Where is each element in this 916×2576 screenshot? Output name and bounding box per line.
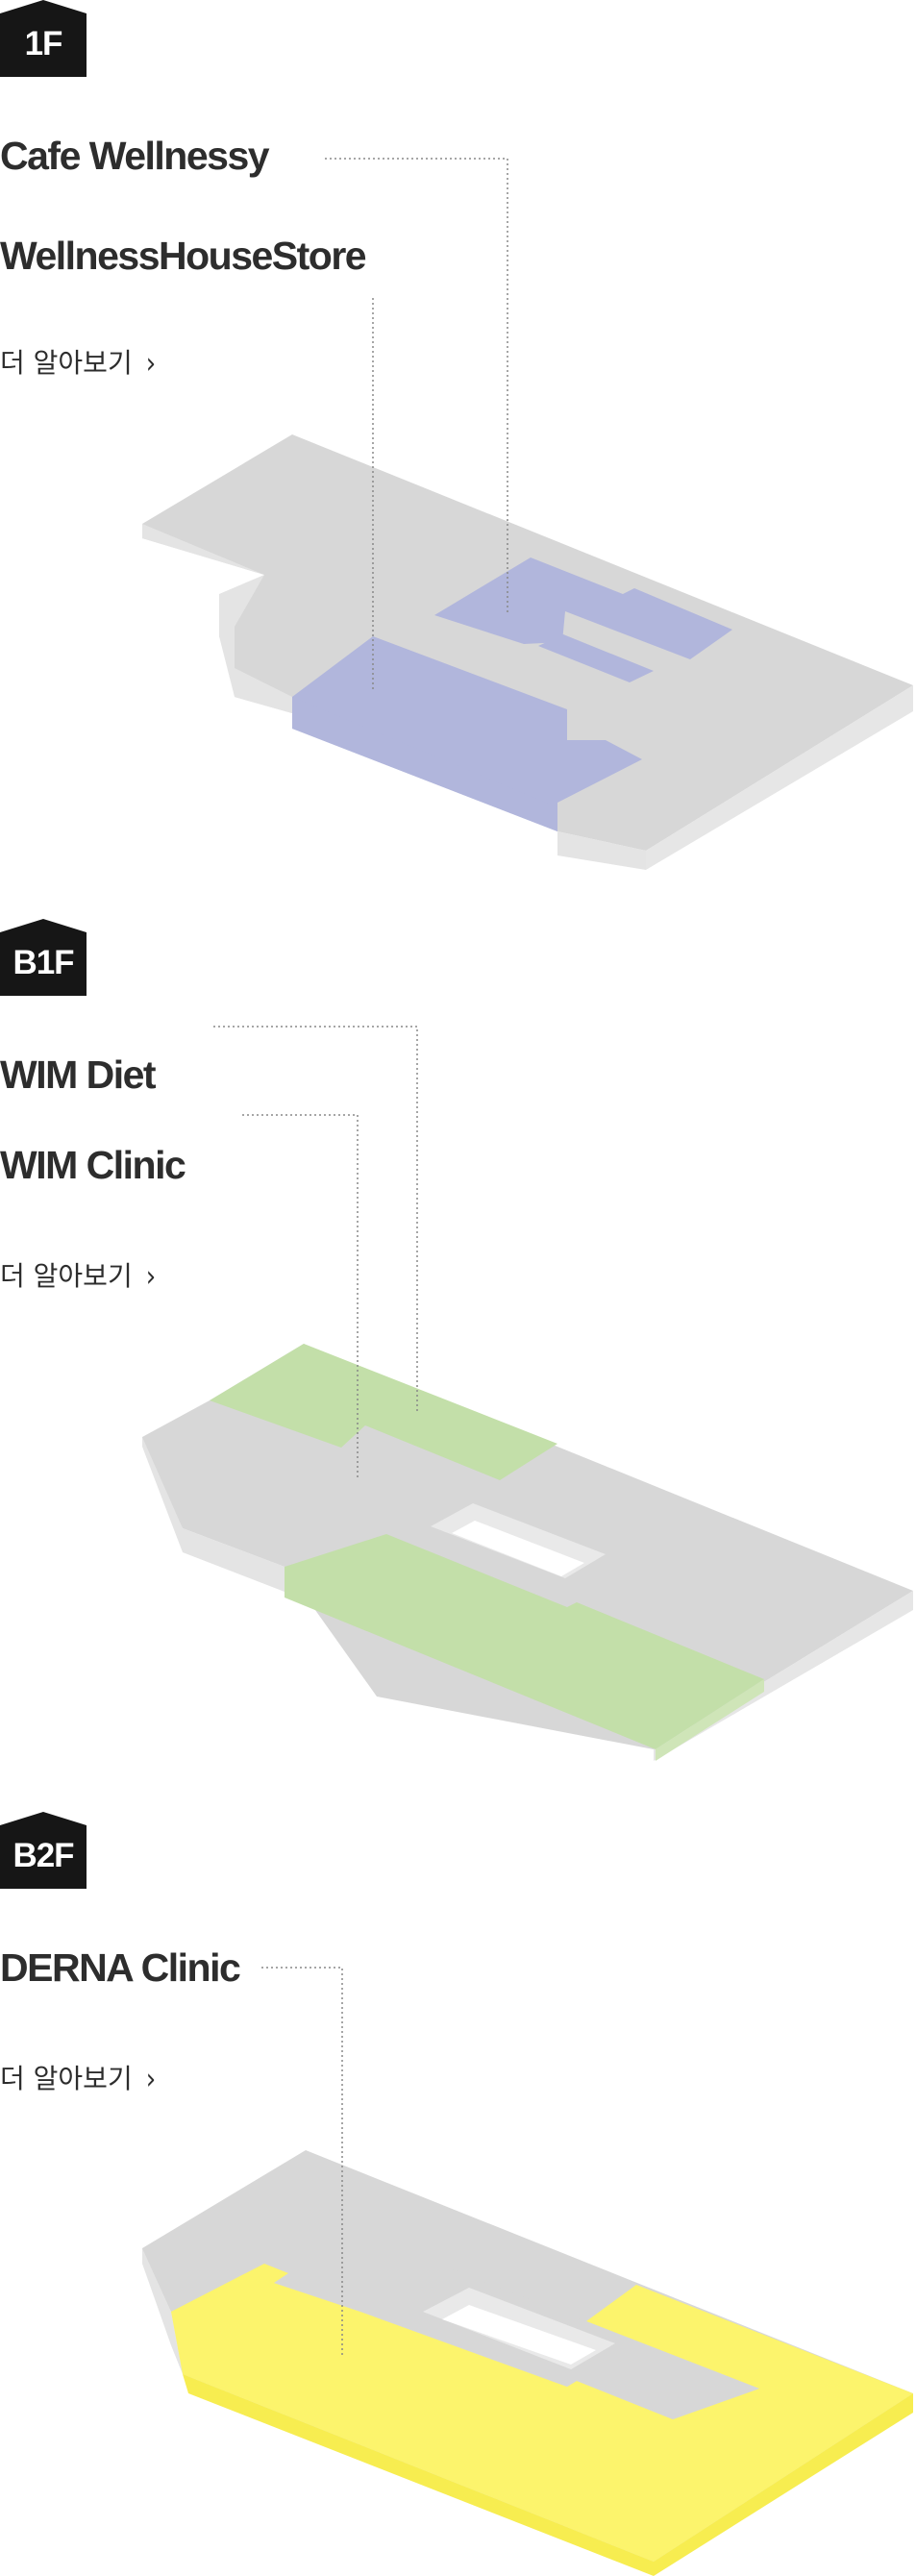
floor-plan-b2f <box>142 1967 913 2576</box>
floor-badge-label: B1F <box>12 944 74 981</box>
floor-badge-b2f: B2F <box>0 1812 87 1889</box>
place-name-wim-clinic: WIM Clinic <box>0 1143 186 1187</box>
highlight-derna-clinic <box>171 2264 913 2562</box>
more-link-label: 더 알아보기 <box>0 2063 133 2094</box>
more-link-b1f[interactable]: 더 알아보기 › <box>0 1260 157 1295</box>
highlight-wim-diet <box>210 1344 557 1480</box>
floor-badge-label: 1F <box>24 25 63 62</box>
highlight-cafe-wellnessy <box>434 557 732 659</box>
more-link-1f[interactable]: 더 알아보기 › <box>0 347 157 382</box>
floor-plan-1f <box>142 158 913 870</box>
floor-plan-b1f <box>142 1026 913 1761</box>
place-name-wellnesshousestore: WellnessHouseStore <box>0 234 367 278</box>
chevron-right-icon: › <box>145 2063 157 2097</box>
highlight-wellnesshousestore <box>292 636 642 831</box>
floor-b2f-section: B2F DERNA Clinic 더 알아보기 › <box>0 1812 916 2576</box>
more-link-label: 더 알아보기 <box>0 1260 133 1292</box>
place-name-derna-clinic: DERNA Clinic <box>0 1945 241 1990</box>
house-badge-icon <box>0 0 87 77</box>
more-link-label: 더 알아보기 <box>0 347 133 379</box>
chevron-right-icon: › <box>145 347 157 382</box>
floor-badge-b1f: B1F <box>0 919 87 996</box>
floor-1f-section: 1F Cafe Wellnessy WellnessHouseStore 더 알… <box>0 0 916 904</box>
more-link-b2f[interactable]: 더 알아보기 › <box>0 2063 157 2097</box>
floor-b1f-section: B1F WIM Diet WIM Clinic 더 알아보기 › <box>0 913 916 1778</box>
place-name-wim-diet: WIM Diet <box>0 1053 157 1097</box>
floor-badge-label: B2F <box>12 1837 74 1874</box>
chevron-right-icon: › <box>145 1260 157 1295</box>
floor-badge-1f: 1F <box>0 0 87 77</box>
house-badge-icon <box>0 919 87 996</box>
place-name-cafe-wellnessy: Cafe Wellnessy <box>0 134 270 178</box>
house-badge-icon <box>0 1812 87 1889</box>
highlight-wim-clinic <box>285 1534 764 1749</box>
